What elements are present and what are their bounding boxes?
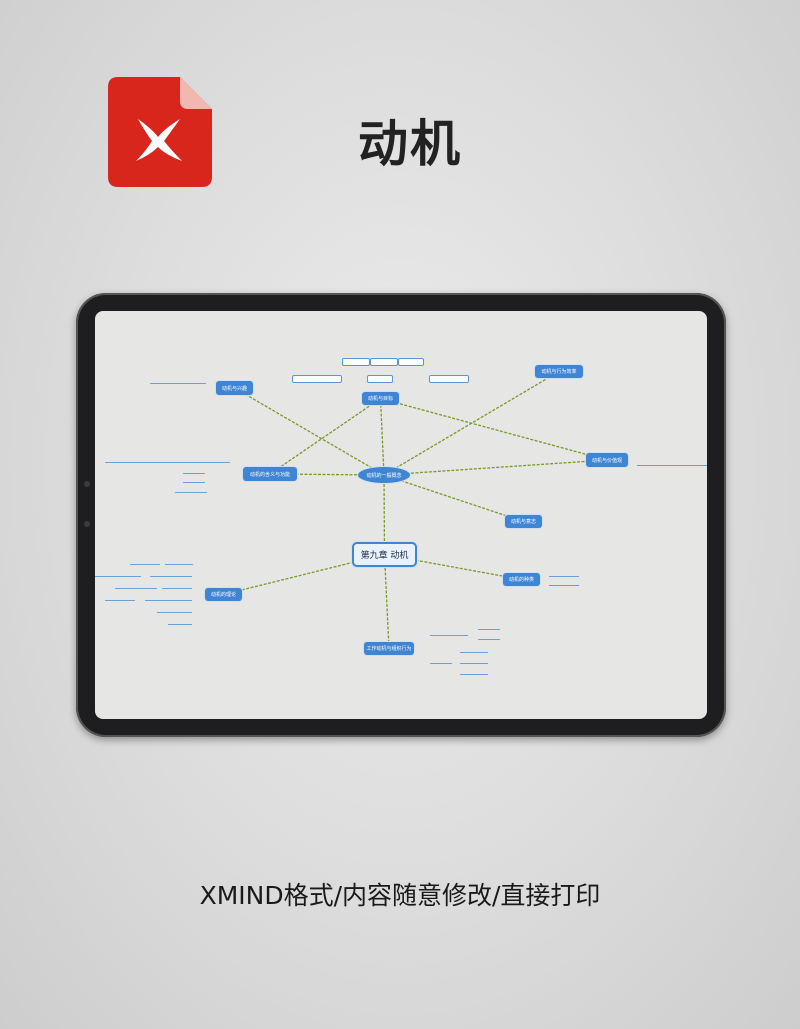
connector-line <box>380 397 608 461</box>
tablet-frame: 第九章 动机 动机的一般概念 动机与目标 动机与兴趣 动机的含义与功能 动机与行… <box>76 293 726 737</box>
topic-goal[interactable]: 动机与目标 <box>362 392 399 405</box>
leaf-node[interactable] <box>175 492 207 493</box>
leaf-node[interactable] <box>162 588 192 589</box>
topic-work[interactable]: 工作动机与组织行为 <box>364 642 414 655</box>
leaf-node[interactable] <box>637 465 707 466</box>
topic-will[interactable]: 动机与意志 <box>505 515 542 528</box>
leaf-node[interactable] <box>430 635 468 636</box>
topic-efficiency[interactable]: 动机与行为效率 <box>535 365 583 378</box>
leaf-node[interactable] <box>105 462 230 463</box>
leaf-node[interactable] <box>398 358 424 366</box>
topic-types[interactable]: 动机的种类 <box>503 573 540 586</box>
connector-line <box>379 398 385 476</box>
leaf-node[interactable] <box>370 358 398 366</box>
leaf-node[interactable] <box>367 375 393 383</box>
connector-line <box>383 459 608 476</box>
tablet-camera <box>84 481 90 487</box>
leaf-node[interactable] <box>130 564 160 565</box>
leaf-node[interactable] <box>549 576 579 577</box>
connector-line <box>234 387 385 476</box>
topic-interest[interactable]: 动机与兴趣 <box>216 381 253 395</box>
topic-meaning[interactable]: 动机的含义与功能 <box>243 467 297 481</box>
leaf-node[interactable] <box>157 612 192 613</box>
leaf-node[interactable] <box>430 663 452 664</box>
leaf-node[interactable] <box>105 600 135 601</box>
leaf-node[interactable] <box>95 576 141 577</box>
leaf-node[interactable] <box>478 629 500 630</box>
leaf-node[interactable] <box>429 375 469 383</box>
leaf-node[interactable] <box>168 624 192 625</box>
topic-values[interactable]: 动机与价值观 <box>586 453 628 467</box>
leaf-node[interactable] <box>183 473 205 474</box>
leaf-node[interactable] <box>145 600 192 601</box>
connector-line <box>383 554 390 649</box>
leaf-node[interactable] <box>292 375 342 383</box>
leaf-node[interactable] <box>460 652 488 653</box>
topic-theory[interactable]: 动机的理论 <box>205 588 242 601</box>
tablet-sensor <box>84 521 90 527</box>
leaf-node[interactable] <box>115 588 157 589</box>
footer-caption: XMIND格式/内容随意修改/直接打印 <box>199 881 601 910</box>
connector-line <box>383 474 524 523</box>
leaf-node[interactable] <box>478 639 500 640</box>
leaf-node[interactable] <box>183 482 205 483</box>
xmind-file-icon <box>108 77 212 187</box>
leaf-node[interactable] <box>549 585 579 586</box>
leaf-node[interactable] <box>150 383 206 384</box>
leaf-node[interactable] <box>165 564 193 565</box>
page-title: 动机 <box>358 115 462 173</box>
mindmap-canvas: 第九章 动机 动机的一般概念 动机与目标 动机与兴趣 动机的含义与功能 动机与行… <box>95 311 707 719</box>
leaf-node[interactable] <box>460 674 488 675</box>
topic-general[interactable]: 动机的一般概念 <box>358 467 410 483</box>
central-topic[interactable]: 第九章 动机 <box>352 542 417 567</box>
connector-layer <box>223 370 608 649</box>
leaf-node[interactable] <box>460 663 488 664</box>
leaf-node[interactable] <box>150 576 192 577</box>
leaf-node[interactable] <box>342 358 370 366</box>
